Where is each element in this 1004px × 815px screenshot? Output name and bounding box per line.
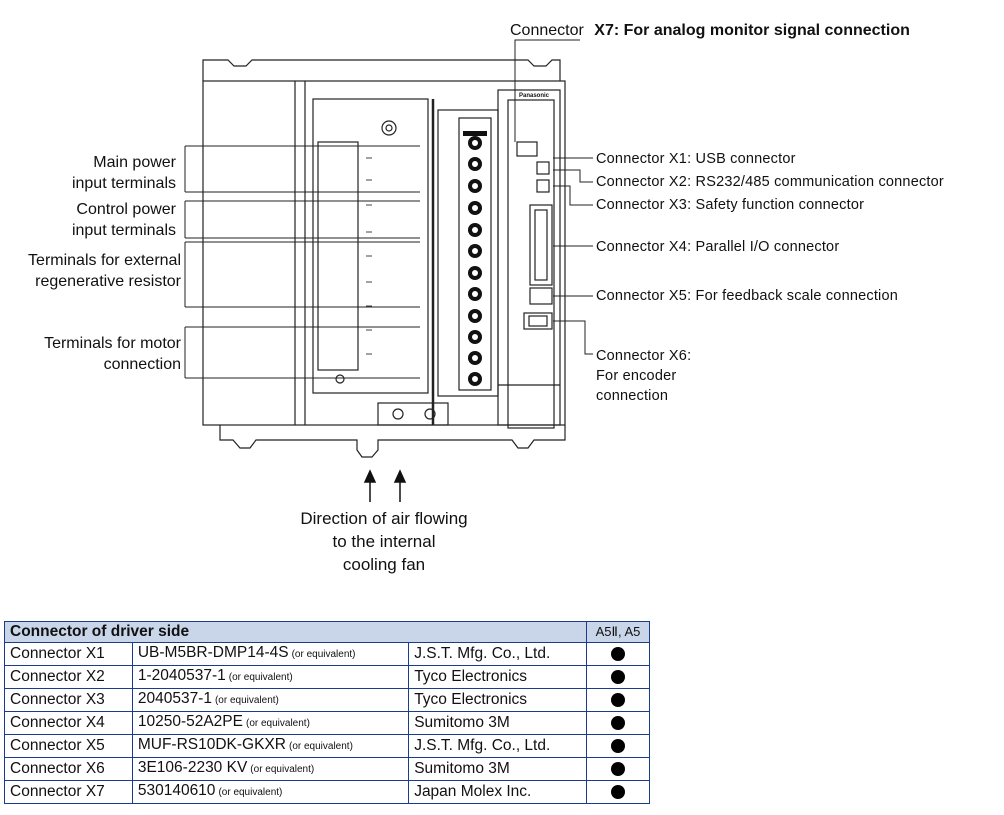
cell-availability: [586, 757, 650, 781]
part-note: (or equivalent): [291, 649, 356, 660]
label-regen-resistor-line2: regenerative resistor: [35, 273, 181, 290]
cell-availability: [586, 780, 650, 804]
cell-part: 10250-52A2PE(or equivalent): [131, 711, 410, 735]
cell-availability: [586, 734, 650, 758]
table-row: Connector X1 UB-M5BR-DMP14-4S(or equival…: [4, 642, 650, 666]
table-row: Connector X2 1-2040537-1(or equivalent) …: [4, 665, 650, 689]
part-note: (or equivalent): [288, 741, 353, 752]
cell-maker: J.S.T. Mfg. Co., Ltd.: [408, 642, 587, 666]
cell-availability: [586, 711, 650, 735]
label-motor-connection: Terminals for motor connection: [44, 333, 181, 375]
cell-part: 3E106-2230 KV(or equivalent): [131, 757, 410, 781]
brand-logo: Panasonic: [519, 93, 550, 99]
connector-x7-title: Connector X7: For analog monitor signal …: [510, 22, 910, 40]
cell-part: 2040537-1(or equivalent): [131, 688, 410, 712]
part-number: MUF-RS10DK-GKXR: [137, 736, 286, 753]
cell-connector: Connector X7: [4, 780, 133, 804]
label-main-power: Main power input terminals: [72, 152, 176, 194]
cell-maker: Sumitomo 3M: [408, 711, 587, 735]
table-header: Connector of driver side: [4, 621, 587, 643]
cell-maker: Sumitomo 3M: [408, 757, 587, 781]
cell-part: 1-2040537-1(or equivalent): [131, 665, 410, 689]
cell-part: MUF-RS10DK-GKXR(or equivalent): [131, 734, 410, 758]
air-flow-line3: cooling fan: [342, 555, 426, 574]
table-row: Connector X6 3E106-2230 KV(or equivalent…: [4, 757, 650, 781]
part-note: (or equivalent): [218, 787, 283, 798]
part-note: (or equivalent): [228, 672, 293, 683]
part-number: 3E106-2230 KV: [137, 759, 248, 776]
cell-connector: Connector X3: [4, 688, 133, 712]
connector-table: Connector of driver side A5Ⅱ, A5 Connect…: [4, 621, 650, 804]
air-flow-line2: to the internal: [332, 532, 436, 551]
part-note: (or equivalent): [214, 695, 279, 706]
cell-connector: Connector X6: [4, 757, 133, 781]
filled-dot-icon: [611, 692, 625, 707]
label-motor-connection-line2: connection: [103, 356, 181, 373]
table-model-header: A5Ⅱ, A5: [586, 621, 650, 643]
label-connector-x2: Connector X2: RS232/485 communication co…: [596, 174, 944, 190]
cell-availability: [586, 642, 650, 666]
label-connector-x5: Connector X5: For feedback scale connect…: [596, 288, 898, 304]
table-row: Connector X3 2040537-1(or equivalent) Ty…: [4, 688, 650, 712]
filled-dot-icon: [611, 669, 625, 684]
filled-dot-icon: [611, 761, 625, 776]
cell-connector: Connector X4: [4, 711, 133, 735]
cell-availability: [586, 665, 650, 689]
part-number: 10250-52A2PE: [137, 713, 243, 730]
cell-connector: Connector X2: [4, 665, 133, 689]
label-regen-resistor-line1: Terminals for external: [28, 252, 181, 269]
table-row: Connector X5 MUF-RS10DK-GKXR(or equivale…: [4, 734, 650, 758]
cell-connector: Connector X1: [4, 642, 133, 666]
table-row: Connector X7 530140610(or equivalent) Ja…: [4, 780, 650, 804]
connector-x7-text: X7: For analog monitor signal connection: [594, 22, 910, 39]
cell-maker: J.S.T. Mfg. Co., Ltd.: [408, 734, 587, 758]
cell-connector: Connector X5: [4, 734, 133, 758]
filled-dot-icon: [611, 784, 625, 799]
connector-x7-prefix: Connector: [510, 22, 584, 39]
label-motor-connection-line1: Terminals for motor: [44, 335, 181, 352]
cell-maker: Tyco Electronics: [408, 665, 587, 689]
part-note: (or equivalent): [245, 718, 310, 729]
table-header-row: Connector of driver side A5Ⅱ, A5: [4, 621, 650, 643]
filled-dot-icon: [611, 738, 625, 753]
part-note: (or equivalent): [250, 764, 315, 775]
label-control-power-line1: Control power: [76, 201, 176, 218]
cell-maker: Tyco Electronics: [408, 688, 587, 712]
part-number: UB-M5BR-DMP14-4S: [137, 644, 289, 661]
label-connector-x6: Connector X6: For encoder connection: [596, 346, 691, 406]
label-main-power-line1: Main power: [93, 154, 176, 171]
label-connector-x4: Connector X4: Parallel I/O connector: [596, 239, 840, 255]
label-connector-x1: Connector X1: USB connector: [596, 151, 796, 167]
cell-availability: [586, 688, 650, 712]
label-regen-resistor: Terminals for external regenerative resi…: [28, 250, 181, 292]
filled-dot-icon: [611, 646, 625, 661]
part-number: 530140610: [137, 782, 216, 799]
air-flow-line1: Direction of air flowing: [300, 509, 468, 528]
air-flow-label: Direction of air flowing to the internal…: [270, 507, 498, 576]
table-row: Connector X4 10250-52A2PE(or equivalent)…: [4, 711, 650, 735]
cell-part: UB-M5BR-DMP14-4S(or equivalent): [131, 642, 410, 666]
label-connector-x3: Connector X3: Safety function connector: [596, 197, 865, 213]
cell-maker: Japan Molex Inc.: [408, 780, 587, 804]
label-control-power: Control power input terminals: [72, 199, 176, 241]
label-main-power-line2: input terminals: [71, 175, 176, 192]
driver-diagram: Panasonic Connector X7: For analog monit…: [28, 22, 944, 576]
label-connector-x6-line3: connection: [596, 388, 669, 404]
cell-part: 530140610(or equivalent): [131, 780, 410, 804]
label-control-power-line2: input terminals: [71, 222, 176, 239]
part-number: 1-2040537-1: [137, 667, 226, 684]
label-connector-x6-line2: For encoder: [596, 368, 677, 384]
filled-dot-icon: [611, 715, 625, 730]
part-number: 2040537-1: [137, 690, 212, 707]
driver-drawing: Panasonic: [184, 39, 593, 502]
label-connector-x6-line1: Connector X6:: [596, 348, 692, 364]
